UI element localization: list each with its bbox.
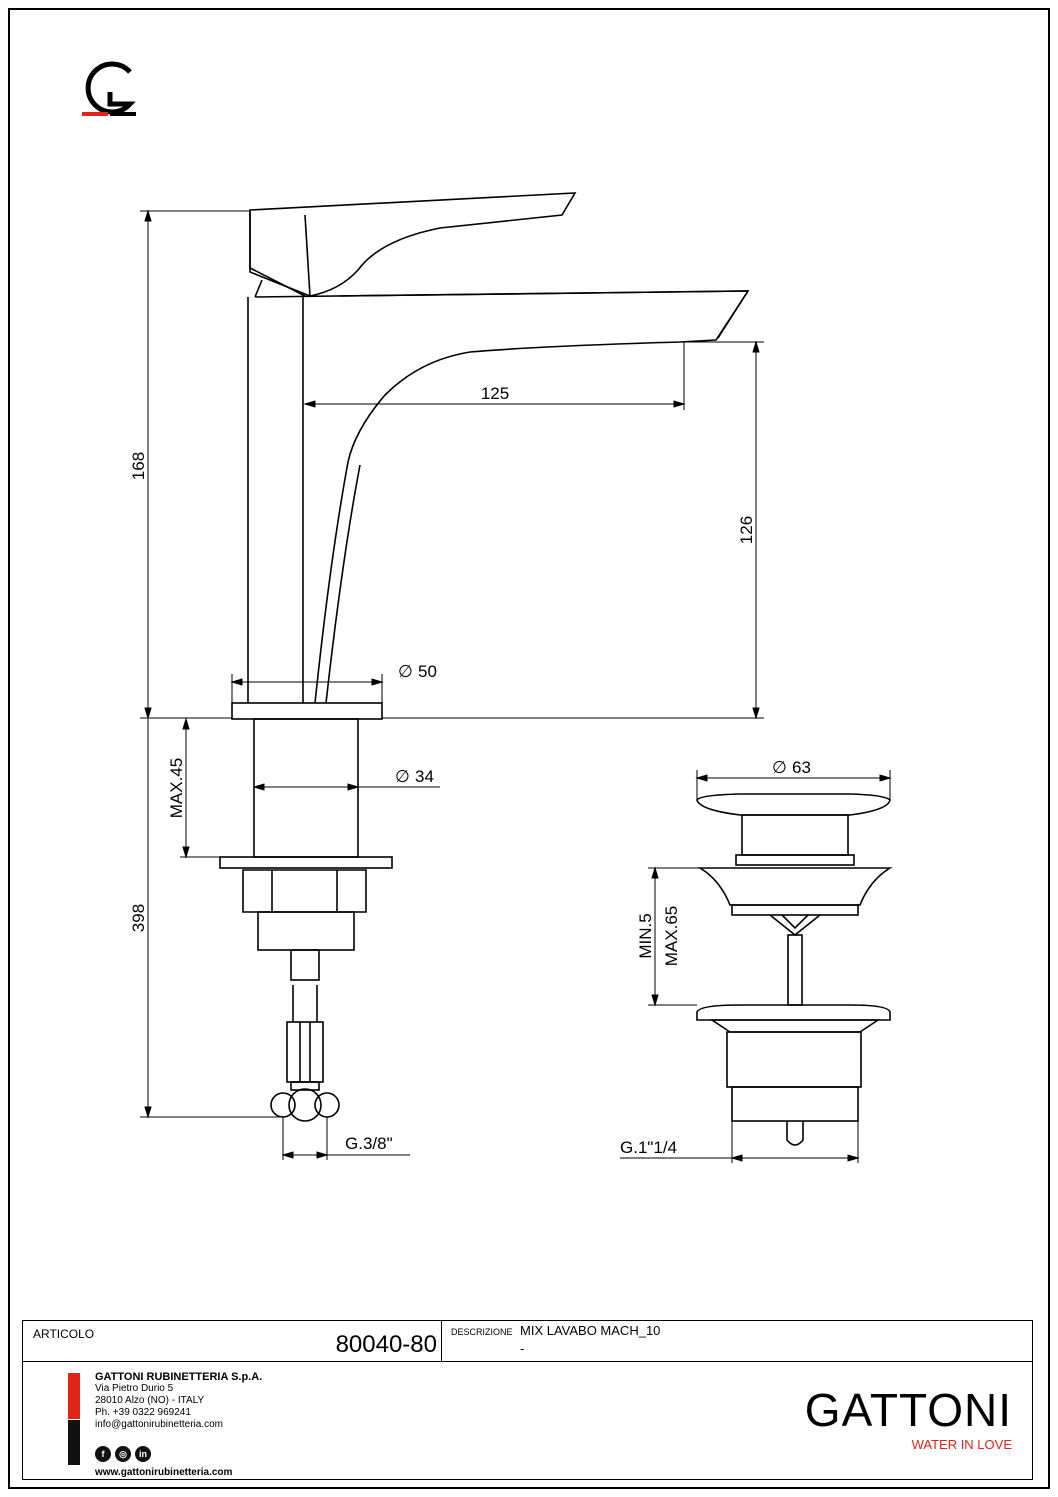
g-logo-red-bar bbox=[82, 112, 108, 116]
descrizione-label: DESCRIZIONE bbox=[451, 1327, 513, 1337]
faucet-dimension-lines bbox=[140, 209, 764, 1160]
company-address-2: 28010 Alzo (NO) - ITALY bbox=[95, 1395, 205, 1406]
faucet-body bbox=[219, 192, 750, 1122]
articolo-cell: ARTICOLO 80040-80 bbox=[23, 1321, 442, 1361]
company-phone: Ph. +39 0322 969241 bbox=[95, 1407, 191, 1418]
brand-tagline: WATER IN LOVE bbox=[911, 1437, 1012, 1452]
descrizione-text: MIX LAVABO MACH_10 bbox=[520, 1323, 661, 1338]
dim-g38: G.3/8" bbox=[345, 1134, 393, 1153]
facebook-icon[interactable]: f bbox=[95, 1446, 111, 1462]
linkedin-icon[interactable]: in bbox=[135, 1446, 151, 1462]
dim-398: 398 bbox=[129, 904, 148, 932]
brand-bar-black bbox=[68, 1420, 80, 1465]
company-address-1: Via Pietro Durio 5 bbox=[95, 1383, 174, 1394]
dim-126: 126 bbox=[737, 516, 756, 544]
articolo-code: 80040-80 bbox=[335, 1331, 437, 1358]
waste-dimension-lines bbox=[620, 770, 892, 1163]
g-logo bbox=[85, 61, 136, 115]
dim-125: 125 bbox=[481, 384, 509, 403]
title-block: ARTICOLO 80040-80 DESCRIZIONE MIX LAVABO… bbox=[22, 1320, 1033, 1480]
brand-logo: GATTONI bbox=[804, 1384, 1012, 1436]
descrizione-line2: - bbox=[520, 1341, 525, 1356]
dim-max65: MAX.65 bbox=[662, 906, 681, 966]
waste-drain bbox=[696, 793, 893, 1146]
dim-34: 34 bbox=[415, 767, 434, 786]
dim-diameter-34-symbol: ∅ bbox=[395, 767, 410, 786]
dim-168: 168 bbox=[129, 452, 148, 480]
g-logo-black-bar bbox=[110, 112, 136, 116]
dim-diameter-50-symbol: ∅ bbox=[398, 662, 413, 681]
dim-63: 63 bbox=[792, 758, 811, 777]
dim-g114: G.1"1/4 bbox=[620, 1138, 677, 1157]
social-icons: f ◎ in bbox=[95, 1446, 151, 1462]
company-info: GATTONI RUBINETTERIA S.p.A. Via Pietro D… bbox=[95, 1371, 262, 1431]
company-email[interactable]: info@gattonirubinetteria.com bbox=[95, 1419, 223, 1430]
instagram-icon[interactable]: ◎ bbox=[115, 1446, 131, 1462]
drawing-sheet bbox=[8, 8, 1050, 1489]
title-block-header: ARTICOLO 80040-80 DESCRIZIONE MIX LAVABO… bbox=[23, 1321, 1032, 1362]
dim-50: 50 bbox=[418, 662, 437, 681]
articolo-label: ARTICOLO bbox=[33, 1327, 95, 1341]
dim-max45: MAX.45 bbox=[167, 758, 186, 818]
company-website[interactable]: www.gattonirubinetteria.com bbox=[95, 1467, 233, 1478]
brand-bar-red bbox=[68, 1373, 80, 1419]
company-name: GATTONI RUBINETTERIA S.p.A. bbox=[95, 1371, 263, 1383]
dim-diameter-63-symbol: ∅ bbox=[772, 758, 787, 777]
dim-min5: MIN.5 bbox=[636, 913, 655, 958]
